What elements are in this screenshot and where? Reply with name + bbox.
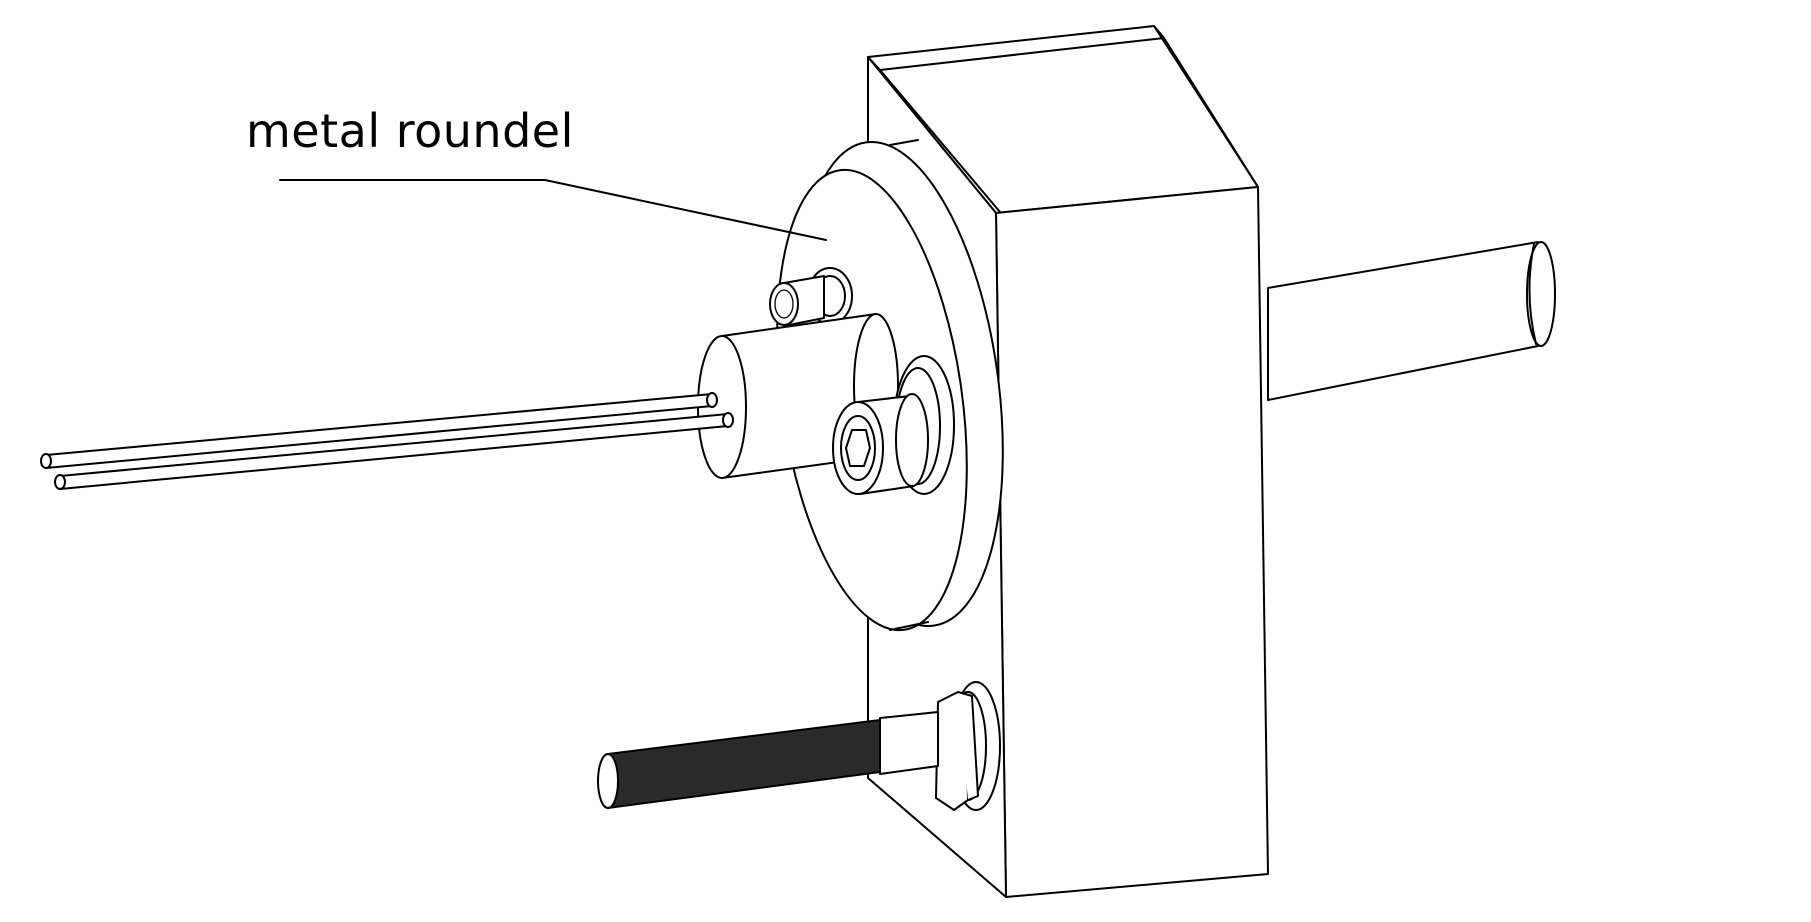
lower-bolt xyxy=(597,681,1001,811)
callout-leader xyxy=(279,179,827,241)
socket-head-screw xyxy=(832,355,955,495)
callout-label-metal-roundel: metal roundel xyxy=(246,104,574,158)
upper-screw xyxy=(769,267,853,327)
right-shaft xyxy=(1267,241,1556,401)
thread-section xyxy=(607,718,881,810)
thin-rods xyxy=(40,392,734,490)
